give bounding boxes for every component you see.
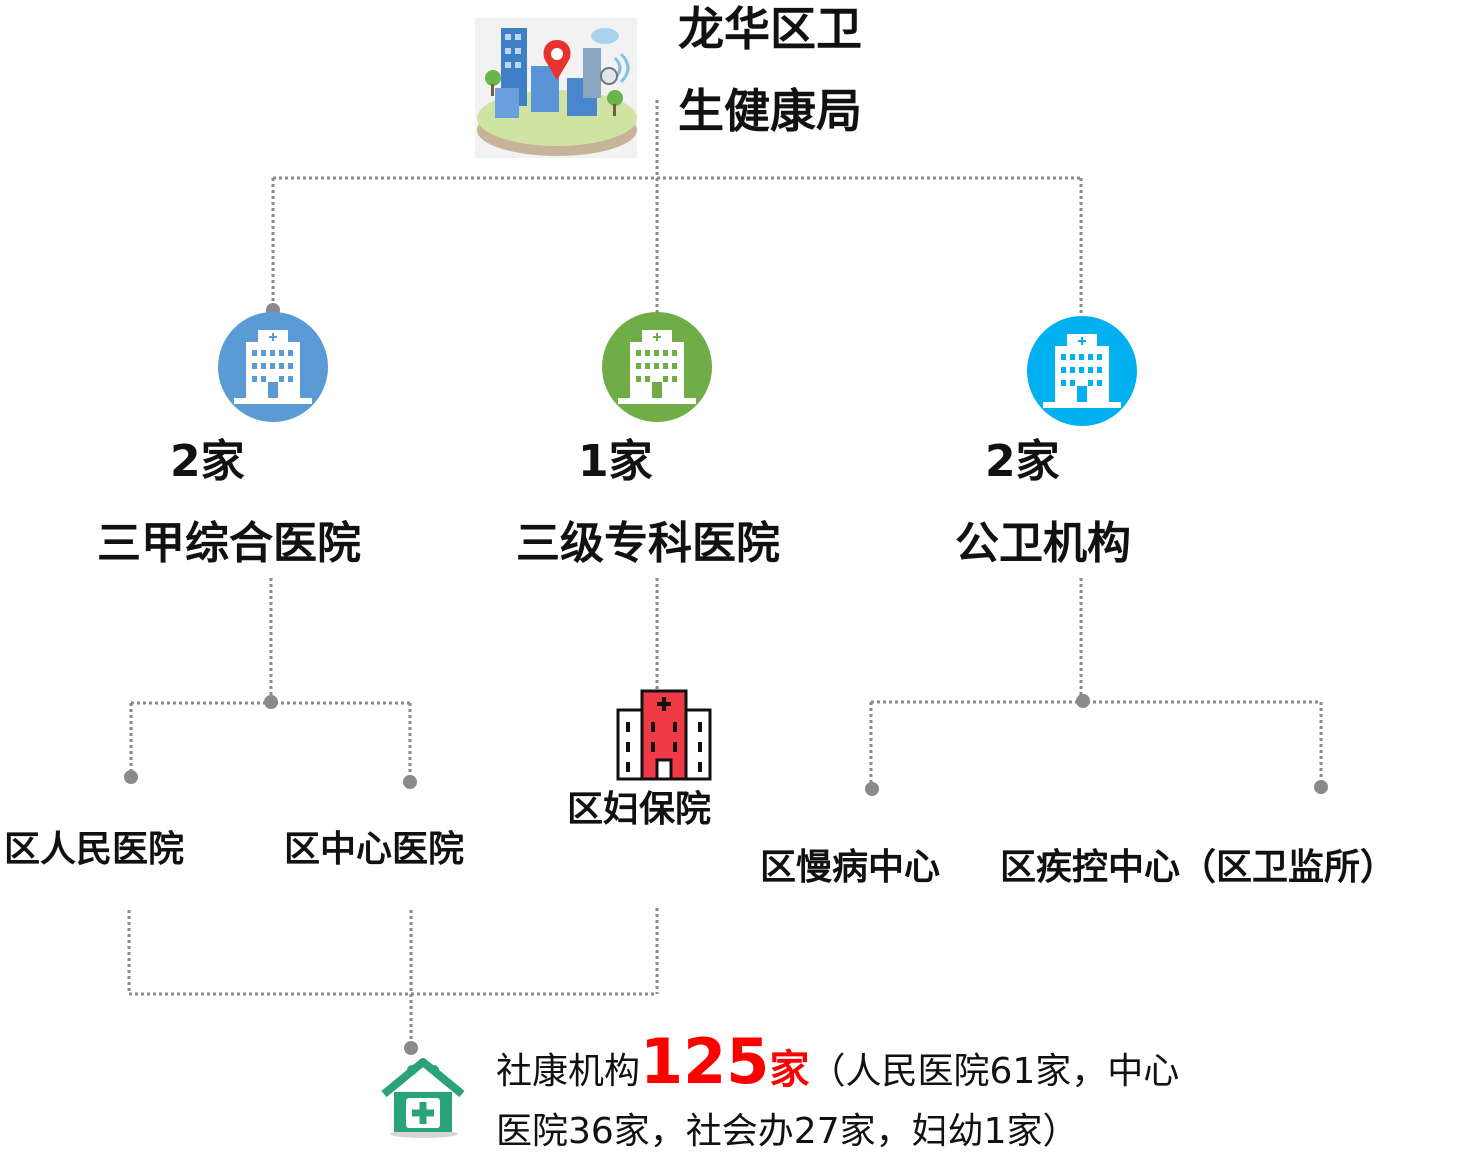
smart-city-icon <box>475 18 637 158</box>
hospital-icon <box>218 312 328 422</box>
category-count-general: 2家 <box>170 436 245 487</box>
connector-dot <box>264 695 278 709</box>
summary-prefix: 社康机构 <box>496 1051 641 1092</box>
summary-line1: 社康机构125家（人民医院61家，中心 <box>496 1031 1180 1096</box>
category-label-public-health: 公卫机构 <box>955 518 1131 569</box>
leaf-cdc-center: 区疾控中心（区卫监所） <box>1000 847 1397 888</box>
summary-detail-line1: （人民医院61家，中心 <box>809 1051 1180 1092</box>
summary-number: 125 <box>640 1025 770 1098</box>
leaf-district-central-hospital: 区中心医院 <box>284 829 465 870</box>
category-count-specialty: 1家 <box>578 436 653 487</box>
hospital-building-icon <box>615 688 713 782</box>
hospital-icon <box>602 312 712 422</box>
root-title-line2: 生健康局 <box>678 84 862 138</box>
leaf-district-peoples-hospital: 区人民医院 <box>4 829 185 870</box>
root-title-line1: 龙华区卫 <box>678 2 862 56</box>
connector-dot <box>865 782 879 796</box>
category-label-general: 三甲综合医院 <box>97 518 361 569</box>
category-count-public-health: 2家 <box>985 436 1060 487</box>
connector-dot <box>404 1041 418 1055</box>
category-label-specialty: 三级专科医院 <box>516 518 780 569</box>
hospital-icon <box>1027 316 1137 426</box>
leaf-maternity-hospital: 区妇保院 <box>567 789 712 830</box>
connector-dot <box>1076 694 1090 708</box>
leaf-chronic-disease-center: 区慢病中心 <box>760 847 941 888</box>
summary-detail-line2: 医院36家，社会办27家，妇幼1家） <box>496 1111 1079 1152</box>
connector-dot <box>403 775 417 789</box>
community-health-icon <box>378 1056 468 1138</box>
connector-dot <box>1314 780 1328 794</box>
connector-dot <box>124 770 138 784</box>
summary-unit: 家 <box>769 1047 810 1093</box>
